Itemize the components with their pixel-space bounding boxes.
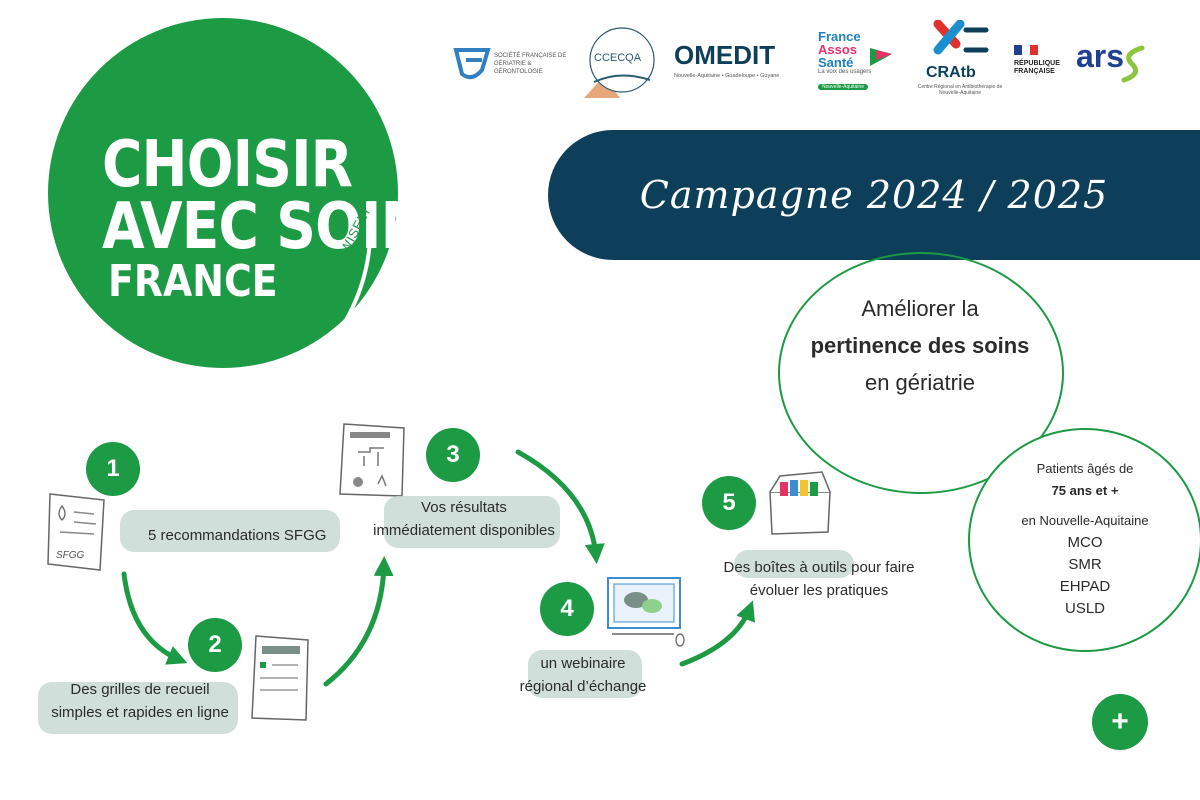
goal-circle	[778, 252, 1064, 494]
france-assos-sante-logo: France Assos Santé La voix des usagers N…	[818, 30, 896, 100]
france-assos-subtext: La voix des usagers	[818, 69, 872, 75]
step-5-text-line-1: Des boîtes à outils pour faire	[723, 559, 915, 576]
sfgg-text: SOCIÉTÉ FRANÇAISE DE GÉRIATRIE & GÉRONTO…	[494, 53, 567, 75]
france-assos-region: Nouvelle-Aquitaine	[818, 84, 868, 90]
campaign-title: Campagne 2024 / 2025	[639, 173, 1109, 217]
results-report-icon	[339, 423, 405, 497]
sfgg-doc-label: SFGG	[56, 550, 85, 561]
patients-line-2: 75 ans et +	[1051, 483, 1119, 498]
step-3-highlight	[384, 496, 560, 548]
patients-line-1: Patients âgés de	[1036, 461, 1134, 476]
republique-francaise-logo: RÉPUBLIQUE FRANÇAISE	[1014, 42, 1070, 86]
republique-line2: FRANÇAISE	[1014, 68, 1055, 75]
ccecqa-logo: CCECQA	[580, 26, 658, 100]
omedit-subtext: Nouvelle-Aquitaine • Guadeloupe • Guyane	[674, 73, 780, 79]
sfgg-logo: SOCIÉTÉ FRANÇAISE DE GÉRIATRIE & GÉRONTO…	[452, 44, 570, 84]
patients-line-3: en Nouvelle-Aquitaine	[1021, 513, 1149, 528]
sfgg-shield-icon	[453, 48, 491, 80]
step-3-text-line-1: Vos résultats	[421, 499, 507, 516]
step-1-badge: 1	[86, 442, 140, 496]
step-4-text-line-2: régional d’échange	[519, 678, 647, 695]
omedit-text: OMEDIT	[674, 40, 776, 70]
step-5-badge: 5	[702, 476, 756, 530]
step-1-text: 5 recommandations SFGG	[148, 527, 327, 544]
cratb-mark-icon	[933, 19, 989, 55]
ars-text: ars	[1076, 38, 1125, 74]
arrow-1-to-2	[121, 571, 188, 665]
republique-line1: RÉPUBLIQUE	[1014, 60, 1060, 67]
patients-item-smr: SMR	[1068, 556, 1102, 573]
ccecqa-text: CCECQA	[594, 52, 642, 64]
step-2-text: Des grilles de recueil simples et rapide…	[40, 678, 240, 724]
cratb-text: CRAtb	[926, 64, 976, 81]
arrow-2-to-3	[323, 556, 394, 687]
france-assos-flag-icon	[870, 48, 892, 66]
step-1-highlight	[120, 510, 340, 552]
ars-swoosh-icon	[1121, 45, 1145, 83]
patients-item-mco: MCO	[1067, 534, 1103, 551]
ccecqa-mark-icon	[584, 27, 655, 98]
france-assos-line2: Assos	[818, 42, 858, 57]
logo-line-3: FRANCE	[108, 256, 278, 307]
step-2-text-line-2: simples et rapides en ligne	[51, 704, 229, 721]
omedit-logo: OMEDIT Nouvelle-Aquitaine • Guadeloupe •…	[674, 40, 798, 90]
online-form-icon	[251, 635, 309, 721]
step-2-badge: 2	[188, 618, 242, 672]
webinar-screen-icon	[607, 577, 685, 647]
step-5-text: Des boîtes à outils pour faire évoluer l…	[704, 556, 934, 602]
step-5-highlight	[734, 550, 854, 578]
france-assos-line3: Santé	[818, 55, 854, 70]
step-4-text-line-1: un webinaire	[540, 655, 626, 672]
logo-line-1: CHOISIR	[102, 128, 353, 202]
step-4-text: un webinaire régional d’échange	[498, 652, 668, 698]
toolbox-icon	[769, 471, 831, 535]
more-info-plus-button[interactable]: +	[1092, 694, 1148, 750]
logo-arc	[308, 238, 372, 367]
step-3-badge: 3	[426, 428, 480, 482]
recommendation-document-icon	[47, 493, 105, 571]
ars-logo: ars	[1076, 40, 1150, 86]
step-2-highlight	[38, 682, 238, 734]
arrow-4-to-5	[679, 600, 755, 667]
goal-line-3: en gériatrie	[864, 370, 976, 395]
france-assos-line1: France	[818, 29, 861, 44]
patients-item-ehpad: EHPAD	[1059, 578, 1111, 595]
cratb-subtext: Centre Régional en Antibiothérapie de No…	[917, 84, 1003, 96]
goal-text: Améliorer la pertinence des soins en gér…	[790, 290, 1050, 401]
patients-text: Patients âgés de 75 ans et + en Nouvelle…	[968, 458, 1200, 620]
marianne-flag-icon	[1014, 45, 1038, 55]
goal-line-1: Améliorer la	[861, 296, 979, 321]
step-3-text-line-2: immédiatement disponibles	[373, 522, 555, 539]
goal-line-2: pertinence des soins	[810, 333, 1030, 358]
step-3-text: Vos résultats immédiatement disponibles	[364, 496, 564, 542]
step-2-text-line-1: Des grilles de recueil	[70, 681, 210, 698]
logo-circle	[48, 18, 398, 368]
patients-circle	[968, 428, 1200, 652]
patients-item-usld: USLD	[1064, 600, 1105, 617]
step-4-highlight	[528, 650, 642, 698]
logo-line-2: AVEC SOIN	[102, 190, 427, 264]
cratb-logo: CRAtb Centre Régional en Antibiothérapie…	[912, 19, 1008, 104]
arrow-3-to-4	[515, 449, 605, 564]
step-4-badge: 4	[540, 582, 594, 636]
campaign-banner	[548, 130, 1200, 260]
step-5-text-line-2: évoluer les pratiques	[749, 582, 889, 599]
